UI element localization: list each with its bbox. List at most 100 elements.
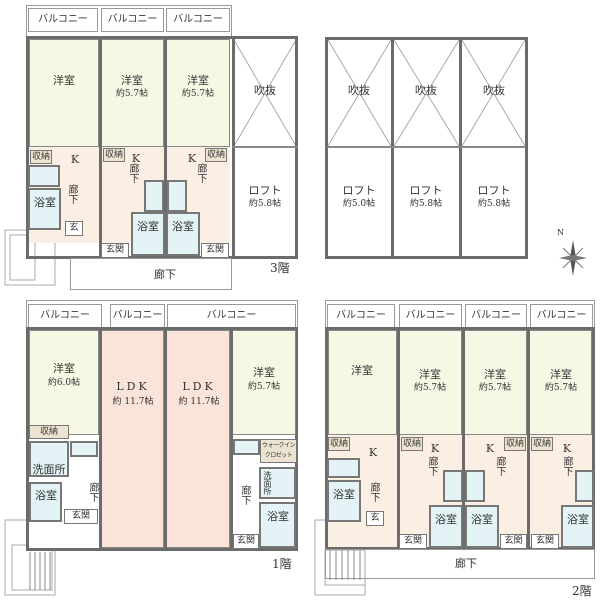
- walk-in-closet: ウォークイン クロゼット: [260, 439, 297, 463]
- toilet: [575, 470, 594, 502]
- entrance: 玄関: [531, 534, 559, 549]
- room-label: 洋室: [351, 364, 373, 377]
- bathroom: 浴室: [166, 212, 200, 256]
- room-size: 約5.7帖: [181, 89, 215, 99]
- bathroom: 浴室: [327, 480, 361, 522]
- kitchen-label: K: [368, 446, 378, 459]
- room-label: 洋室: [253, 366, 275, 379]
- kitchen-label: K: [187, 152, 197, 165]
- bath-label: 浴室: [471, 513, 493, 526]
- storage: 収納: [401, 437, 423, 451]
- floor-label: 1階: [272, 557, 292, 571]
- void-label: 吹抜: [415, 84, 437, 97]
- compass-star-icon: [559, 240, 587, 276]
- room-size: 約5.7帖: [478, 383, 512, 393]
- balcony: バルコニー: [465, 304, 527, 328]
- loft-size: 約5.8帖: [477, 199, 511, 209]
- hallway-label: 廊下: [127, 163, 138, 183]
- room-size: 約5.7帖: [544, 383, 578, 393]
- kitchen-label: K: [70, 153, 80, 166]
- room-label: 洋室: [187, 74, 209, 87]
- entrance: 玄関: [101, 243, 129, 258]
- loft-size: 約5.0帖: [342, 199, 376, 209]
- washroom: 洗面所: [29, 441, 69, 477]
- bath-label: 浴室: [435, 513, 457, 526]
- entrance: 玄関: [201, 243, 229, 258]
- loft-label: ロフト: [342, 184, 376, 197]
- room-label: 洋室: [419, 368, 441, 381]
- compass: N: [555, 228, 591, 278]
- hallway-label: 廊下: [195, 163, 206, 183]
- storage: 収納: [29, 425, 69, 439]
- room-size: 約 11.7帖: [112, 397, 154, 407]
- bath-label: 浴室: [333, 488, 355, 501]
- entrance: 玄関: [500, 534, 527, 549]
- bathroom: 浴室: [29, 482, 62, 522]
- kitchen-label: K: [485, 442, 495, 455]
- loft-label: ロフト: [409, 184, 443, 197]
- toilet: [70, 441, 98, 457]
- balcony: バルコニー: [167, 304, 296, 328]
- storage: 収納: [103, 148, 125, 162]
- room-size: 約5.7帖: [115, 89, 149, 99]
- storage: 収納: [328, 437, 350, 451]
- toilet: [167, 180, 187, 212]
- loft-label: ロフト: [248, 184, 282, 197]
- loft-size: 約5.8帖: [409, 199, 443, 209]
- room-label: 洋室: [53, 74, 75, 87]
- kitchen-label: K: [430, 442, 440, 455]
- bathroom: 浴室: [429, 505, 463, 548]
- toilet: [144, 180, 164, 212]
- storage: 収納: [30, 150, 52, 164]
- toilet: [28, 165, 60, 187]
- storage: 収納: [504, 437, 526, 451]
- floor-label: 3階: [270, 261, 290, 275]
- loft-size: 約5.8帖: [248, 199, 282, 209]
- hallway-label: 廊下: [494, 456, 505, 476]
- entrance: 玄関: [233, 534, 259, 549]
- room-label: 洋室: [550, 368, 572, 381]
- toilet: [327, 458, 360, 478]
- bathroom: 浴室: [259, 502, 296, 548]
- hallway-label: 廊下: [239, 485, 250, 505]
- balcony: バルコニー: [101, 8, 164, 32]
- hallway-label: 廊下: [66, 184, 77, 204]
- toilet: [443, 470, 463, 502]
- balcony: バルコニー: [110, 304, 165, 328]
- hallway-label: 廊下: [368, 482, 379, 502]
- balcony: バルコニー: [399, 304, 462, 328]
- bath-label: 浴室: [267, 510, 289, 523]
- room-label: LDK: [182, 380, 216, 393]
- hallway-label: 廊下: [561, 456, 572, 476]
- bathroom: 浴室: [28, 188, 61, 230]
- room-size: 約5.7帖: [247, 382, 281, 392]
- bath-label: 浴室: [35, 489, 57, 502]
- washroom-label: 洗面所: [32, 463, 66, 476]
- balcony: バルコニー: [28, 8, 98, 32]
- room-size: 約6.0帖: [47, 378, 81, 388]
- balcony: バルコニー: [166, 8, 230, 32]
- room-label: LDK: [116, 380, 150, 393]
- entrance: 玄: [65, 221, 83, 236]
- room-label: 洋室: [121, 74, 143, 87]
- loft-label: ロフト: [477, 184, 511, 197]
- bath-label: 浴室: [172, 220, 194, 233]
- bath-label: 浴室: [34, 196, 56, 209]
- void-label: 吹抜: [348, 84, 370, 97]
- entrance: 玄: [366, 511, 384, 526]
- balcony: バルコニー: [530, 304, 593, 328]
- storage: 収納: [205, 148, 227, 162]
- balcony: バルコニー: [327, 304, 395, 328]
- room-label: 洋室: [53, 362, 75, 375]
- bathroom: 浴室: [465, 505, 499, 548]
- washroom-label: 洗面所: [263, 471, 272, 495]
- entrance: 玄関: [399, 534, 427, 549]
- bathroom: 浴室: [561, 505, 594, 548]
- balcony: バルコニー: [28, 304, 102, 328]
- kitchen-label: K: [562, 442, 572, 455]
- void-label: 吹抜: [254, 84, 276, 97]
- corridor-label: 廊下: [455, 557, 477, 570]
- room-size: 約5.7帖: [413, 383, 447, 393]
- hallway-label: 廊下: [426, 456, 437, 476]
